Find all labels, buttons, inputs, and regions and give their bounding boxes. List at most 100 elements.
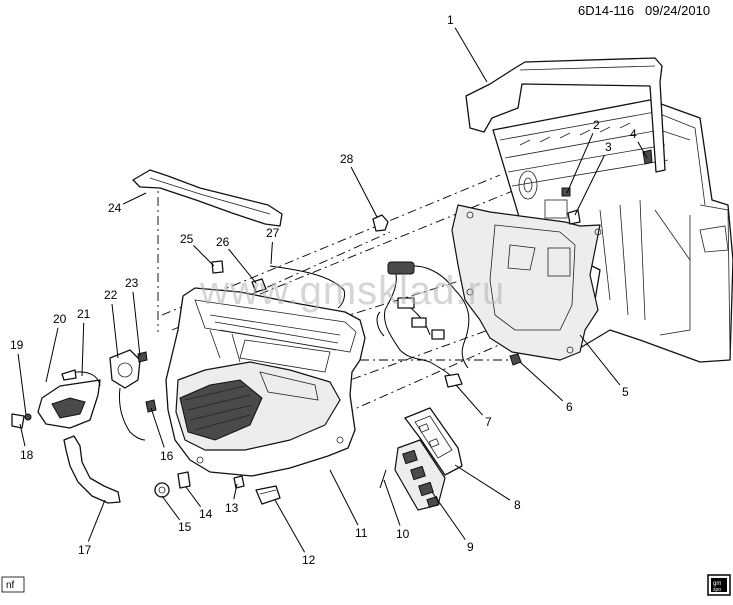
- door-trim-panel: [165, 287, 366, 477]
- mirror-switch-bezel: [109, 349, 146, 441]
- callout-number: 18: [20, 448, 34, 462]
- door-wiring-harness: [376, 261, 470, 388]
- handle-bezel-assembly: [37, 369, 101, 429]
- callout-number: 8: [514, 498, 521, 512]
- callout-number: 4: [630, 127, 637, 141]
- pin-part-10: [379, 469, 387, 489]
- leader-line-2: [566, 133, 594, 194]
- leader-line-7: [455, 384, 483, 416]
- rod-part-27: [269, 265, 345, 309]
- callout-number: 20: [53, 312, 67, 326]
- callout-4: 4: [630, 127, 648, 159]
- callout-11: 11: [329, 469, 368, 540]
- callout-number: 25: [180, 232, 194, 246]
- leader-line-19: [17, 353, 27, 416]
- callout-number: 6: [566, 400, 573, 414]
- leader-line-1: [454, 27, 488, 83]
- leader-line-14: [185, 486, 202, 508]
- leader-line-3: [574, 154, 605, 216]
- callout-number: 28: [340, 152, 354, 166]
- leader-line-26: [228, 248, 257, 284]
- leader-line-8: [454, 464, 511, 501]
- push-pin-part-15: [154, 482, 170, 498]
- leader-line-28: [350, 166, 378, 218]
- cap-part-18: [11, 413, 25, 429]
- diagram-id: 6D14-116: [578, 3, 634, 18]
- callout-number: 3: [605, 140, 612, 154]
- callout-26: 26: [216, 235, 257, 284]
- callout-number: 1: [447, 13, 454, 27]
- leader-line-15: [161, 495, 181, 521]
- leader-line-11: [329, 469, 359, 526]
- leader-line-25: [193, 245, 215, 267]
- callout-number: 2: [593, 118, 600, 132]
- fastener-part-16: [145, 399, 157, 413]
- callout-number: 23: [125, 276, 139, 290]
- fastener-part-28: [372, 214, 389, 232]
- leader-line-4: [637, 141, 648, 159]
- diagram-date: 09/24/2010: [645, 3, 710, 18]
- callout-number: 24: [108, 201, 122, 215]
- leader-line-18: [19, 423, 26, 447]
- logo-line1: gm: [713, 581, 721, 587]
- callout-number: 16: [160, 449, 174, 463]
- callout-number: 7: [485, 415, 492, 429]
- callout-22: 22: [104, 288, 119, 359]
- clip-part-25: [211, 260, 224, 274]
- callout-12: 12: [274, 499, 316, 567]
- bushing-part-14: [177, 471, 191, 489]
- logo-line2: spo: [713, 587, 721, 593]
- upper-frame-molding: [465, 57, 666, 173]
- clip-part-2: [561, 187, 571, 197]
- water-deflector: [451, 204, 602, 361]
- upper-trim-strip: [132, 169, 283, 227]
- callout-number: 9: [467, 540, 474, 554]
- leader-line-10: [383, 479, 401, 526]
- leader-line-17: [87, 499, 106, 542]
- callout-8: 8: [454, 464, 521, 512]
- callout-15: 15: [161, 495, 192, 534]
- callout-number: 27: [266, 226, 280, 240]
- callout-27: 27: [266, 226, 280, 265]
- callout-2: 2: [566, 118, 600, 194]
- callout-7: 7: [455, 384, 492, 429]
- callout-18: 18: [19, 423, 34, 462]
- switch-bezel: [404, 407, 463, 476]
- callout-5: 5: [579, 334, 629, 399]
- leader-line-5: [579, 334, 621, 386]
- callout-13: 13: [225, 483, 239, 515]
- leader-line-12: [274, 499, 306, 553]
- callout-16: 16: [150, 407, 174, 463]
- callout-number: 19: [10, 338, 24, 352]
- callout-25: 25: [180, 232, 215, 267]
- callout-10: 10: [383, 479, 410, 541]
- callout-number: 12: [302, 553, 316, 567]
- callout-number: 21: [77, 307, 91, 321]
- callout-17: 17: [78, 499, 106, 557]
- leader-line-23: [132, 291, 141, 357]
- screw-part-4: [642, 149, 653, 165]
- footer-tag-text: nf: [6, 580, 15, 591]
- callout-14: 14: [185, 486, 213, 521]
- callout-number: 14: [199, 507, 213, 521]
- bulb-part-13: [233, 475, 245, 489]
- leader-line-22: [111, 303, 119, 359]
- callout-21: 21: [77, 307, 91, 377]
- callout-number: 13: [225, 501, 239, 515]
- callout-number: 26: [216, 235, 230, 249]
- callout-number: 10: [396, 527, 410, 541]
- watermark: www.gmsklad.ru: [199, 269, 505, 313]
- callout-number: 17: [78, 543, 92, 557]
- gm-spo-logo: gm spo: [707, 574, 731, 596]
- door-frame: [492, 99, 733, 363]
- leader-line-13: [233, 483, 238, 500]
- callout-number: 22: [104, 288, 118, 302]
- callout-19: 19: [10, 338, 27, 416]
- leader-line-9: [431, 491, 466, 540]
- leader-line-6: [519, 361, 564, 402]
- callout-number: 11: [355, 526, 368, 540]
- footer-tag: nf: [1, 576, 25, 593]
- callout-9: 9: [431, 491, 474, 554]
